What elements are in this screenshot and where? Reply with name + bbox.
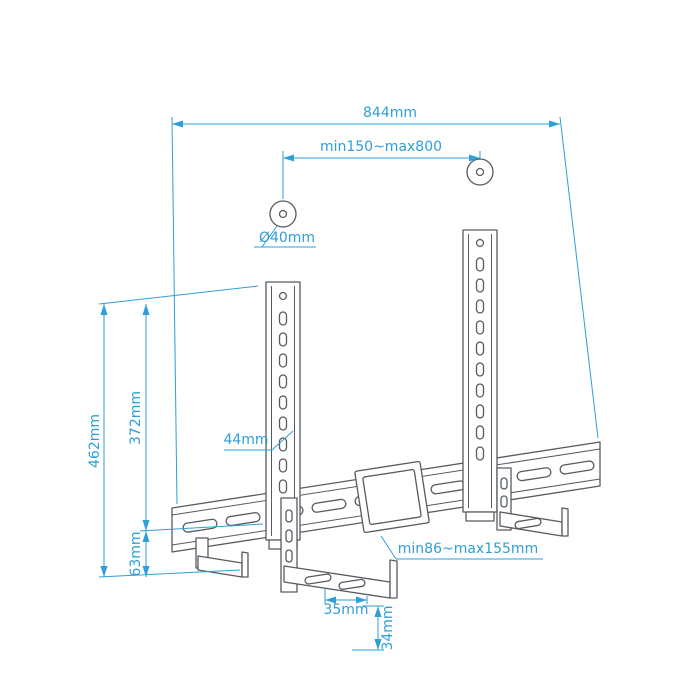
center-plate-inner (362, 468, 422, 526)
dim-foot-width-label: 35mm (323, 602, 368, 618)
extension-line (559, 116, 599, 439)
right-vesa-rail (462, 229, 498, 522)
rear-hook-foot (197, 555, 243, 578)
wall-spacer-left (269, 200, 297, 228)
dim-rail-width: 44mm (223, 430, 294, 451)
dim-spacer-diameter-label: Ø40mm (259, 230, 315, 246)
spacer-inner-hole (475, 167, 485, 177)
dim-wall-plate-range: min150~max800 (282, 139, 481, 199)
right-arm-lip (561, 507, 569, 537)
soundbar-arm-front (280, 497, 398, 599)
dimension-annotations: 844mm min150~max800 Ø40mm 462mm (87, 105, 599, 651)
dim-foot-depth-label: 34mm (380, 605, 396, 650)
dim-rail-length-label: 372mm (128, 391, 144, 445)
dim-total-height-label: 462mm (87, 414, 103, 468)
dim-rail-length: 372mm (128, 304, 150, 531)
spacer-outer-circle (466, 158, 494, 186)
dim-spacer-diameter: Ø40mm (254, 225, 316, 248)
front-arm-foot (283, 565, 391, 599)
soundbar-arm-right (496, 467, 569, 537)
dim-bottom-offset-label: 63mm (128, 531, 144, 576)
dim-total-width-label: 844mm (363, 105, 417, 121)
left-rail-screw-hole (278, 291, 288, 301)
rear-hook-lip (241, 551, 249, 578)
extension-line (171, 116, 178, 505)
technical-drawing (171, 158, 601, 599)
leader-line (271, 430, 294, 451)
dim-total-width: 844mm (171, 105, 599, 505)
dim-foot-depth: 34mm (352, 605, 396, 651)
right-arm-foot (499, 511, 563, 537)
extension-line (98, 569, 241, 578)
dim-depth-range-label: min86~max155mm (398, 541, 538, 557)
wall-spacer-right (466, 158, 494, 186)
center-plate-outer (354, 460, 430, 534)
left-vesa-rail (265, 281, 301, 550)
leader-line (261, 225, 278, 248)
dim-rail-width-label: 44mm (223, 432, 268, 448)
spacer-inner-hole (278, 209, 288, 219)
center-plate (354, 460, 430, 534)
extension-line (98, 285, 259, 305)
right-rail-bottom-hook (465, 511, 495, 522)
extension-line (139, 523, 264, 532)
leader-line (380, 535, 397, 560)
dim-bottom-offset: 63mm (128, 531, 150, 577)
right-rail-screw-hole (475, 238, 485, 248)
dim-foot-width: 35mm (323, 589, 369, 618)
spacer-outer-circle (269, 200, 297, 228)
dim-wall-plate-range-label: min150~max800 (320, 139, 442, 155)
dim-total-height: 462mm (87, 304, 108, 577)
right-rail-slots (475, 257, 485, 461)
front-arm-lip (389, 559, 398, 599)
left-rail-slots (278, 311, 288, 494)
dim-depth-range: min86~max155mm (380, 535, 543, 560)
